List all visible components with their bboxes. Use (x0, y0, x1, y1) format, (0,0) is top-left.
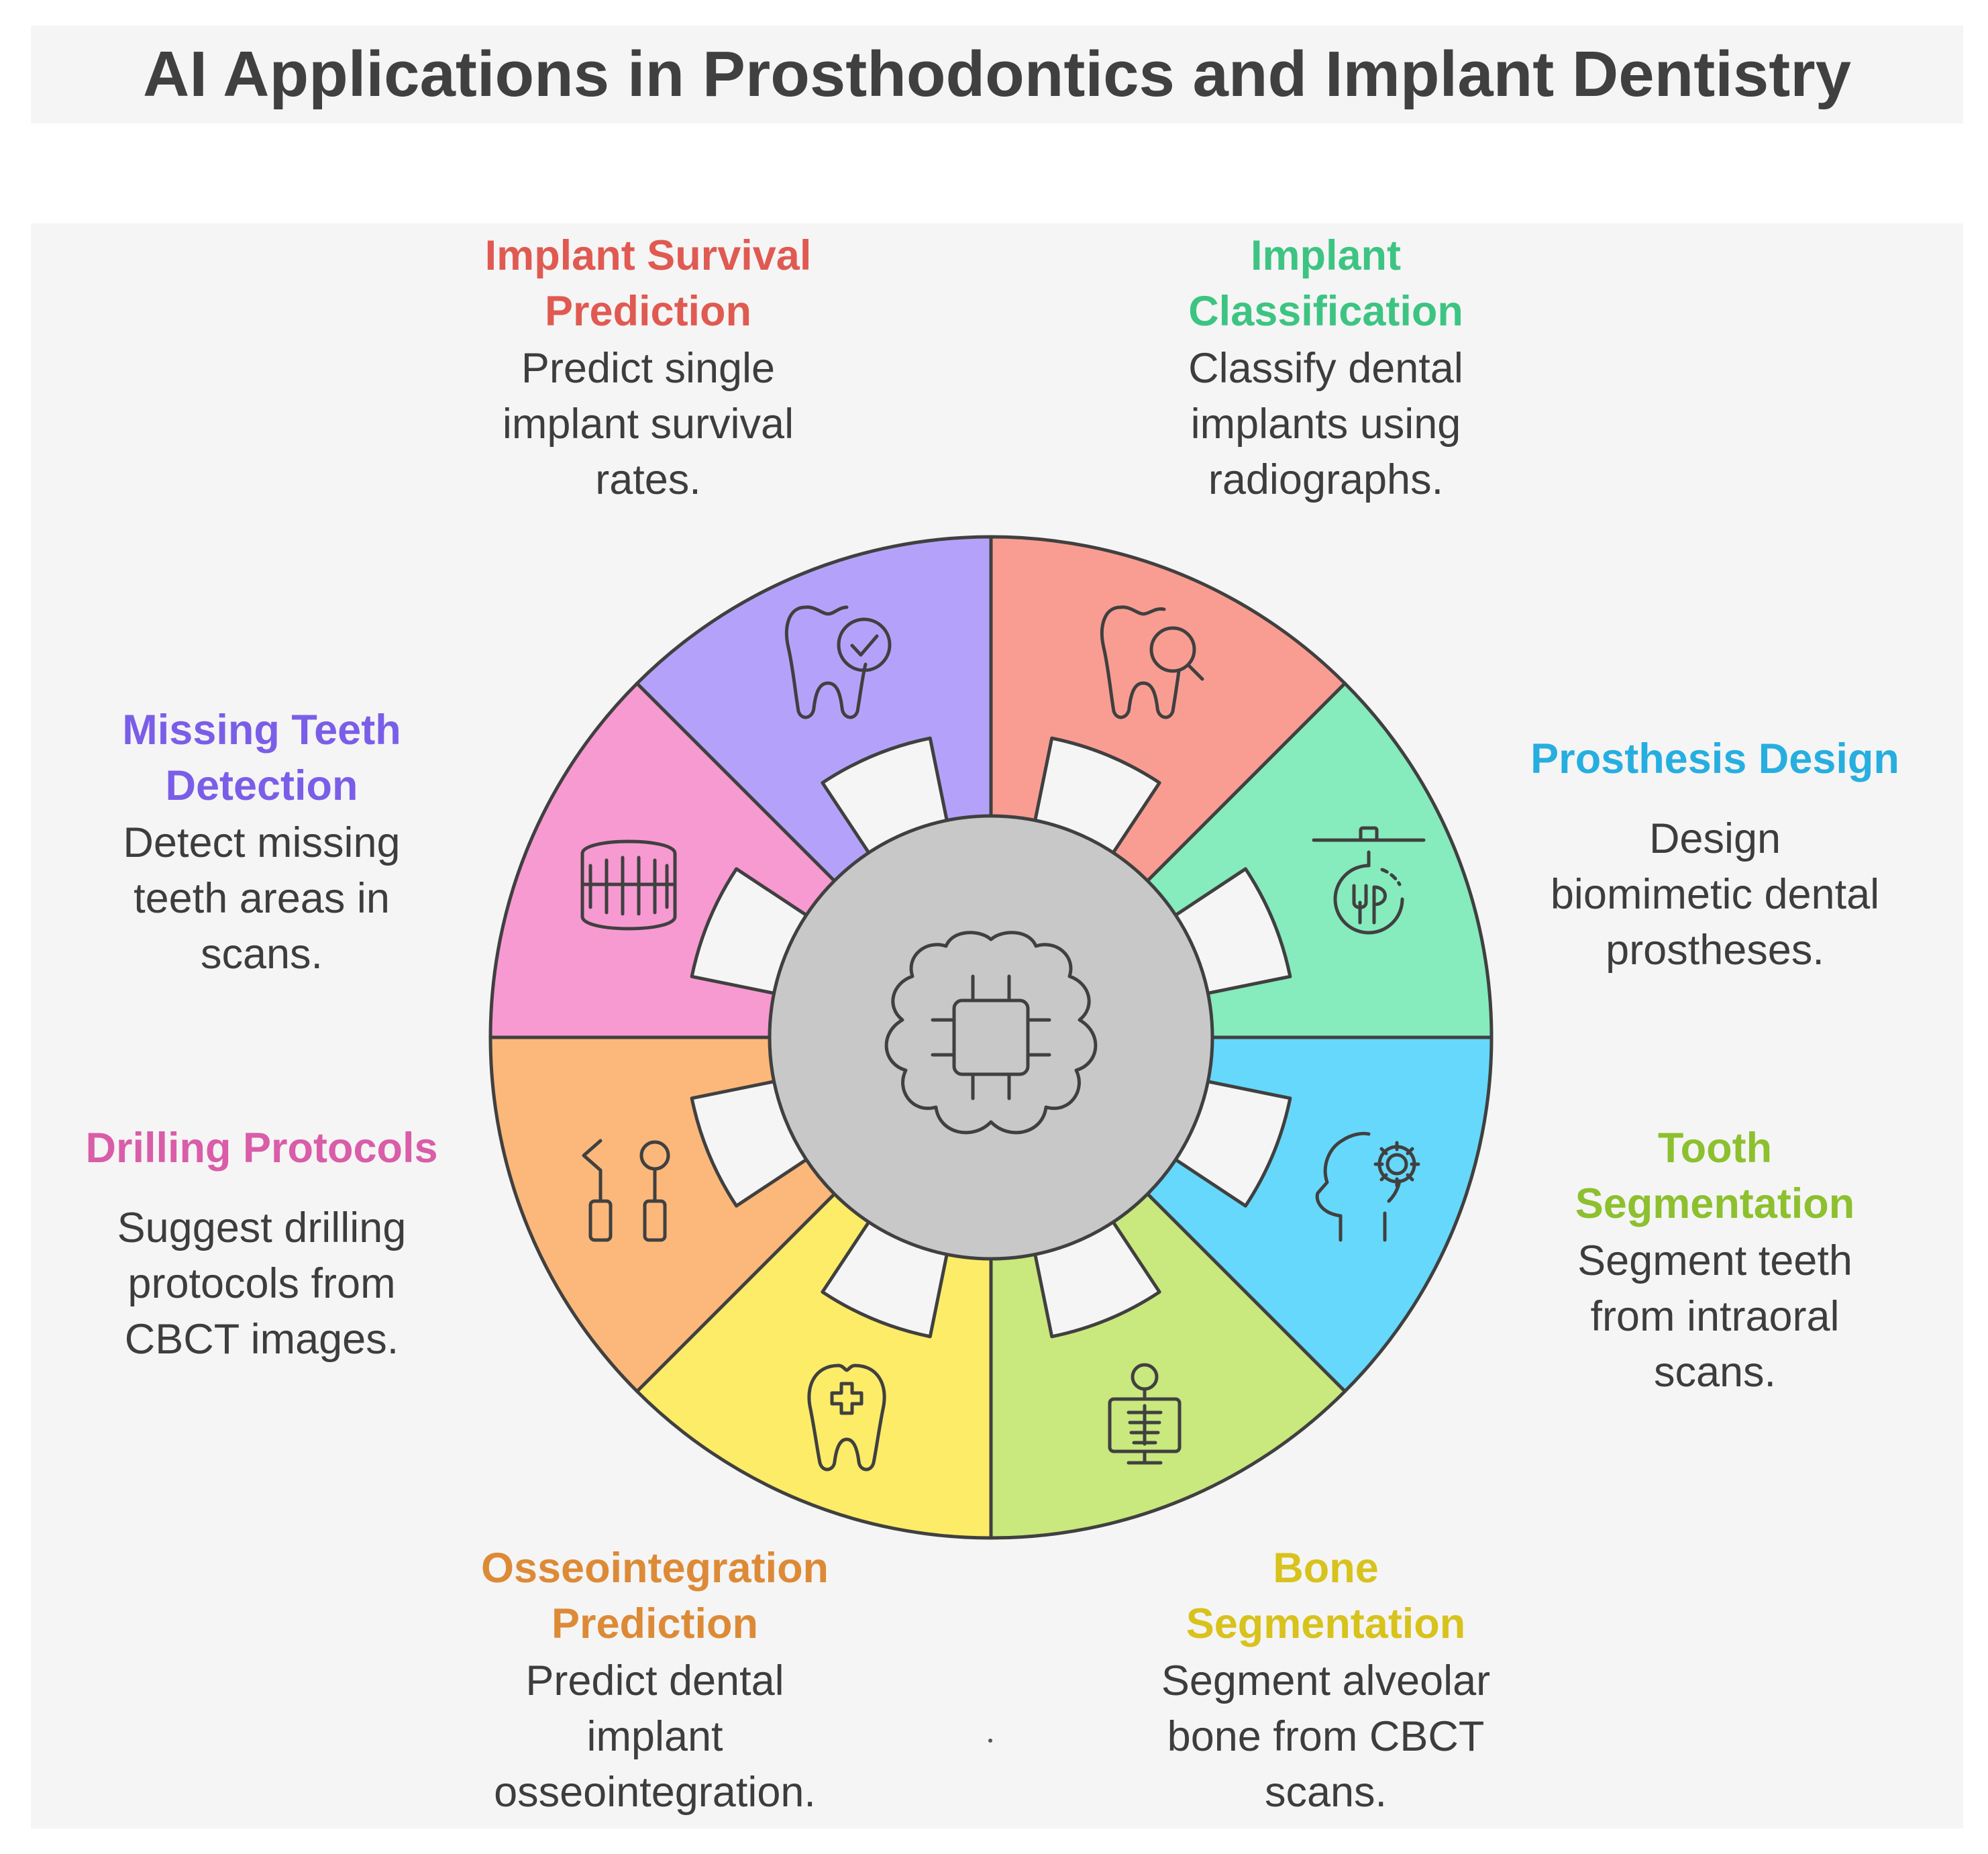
title-line: Segmentation (1186, 1600, 1466, 1647)
description-line: Predict dental (525, 1657, 784, 1704)
xray-icon (1108, 1363, 1182, 1465)
title-line: Prediction (551, 1600, 759, 1647)
label-title: Missing Teeth Detection (34, 703, 490, 814)
stray-dot (988, 1739, 992, 1743)
tooth-check-icon (785, 605, 892, 719)
title-bar: AI Applications in Prosthodontics and Im… (31, 25, 1963, 123)
label-description: Classify dental implants using radiograp… (1091, 341, 1561, 508)
label-missing-teeth-detection: Missing Teeth Detection Detect missing t… (34, 703, 490, 982)
title-line: Bone (1273, 1545, 1379, 1592)
label-description: Detect missing teeth areas in scans. (34, 815, 490, 982)
label-title: Tooth Segmentation (1480, 1121, 1950, 1232)
label-osseointegration-prediction: Osseointegration Prediction Predict dent… (420, 1541, 890, 1820)
description-line: bone from CBCT (1167, 1713, 1485, 1760)
description-line: protocols from (127, 1260, 396, 1307)
title-line: Segmentation (1575, 1180, 1855, 1227)
description-line: Classify dental (1188, 345, 1463, 392)
label-description: Segment teeth from intraoral scans. (1480, 1233, 1950, 1400)
dental-tools-icon (582, 1139, 670, 1242)
description-line: CBCT images. (124, 1316, 399, 1363)
title-line: Drilling Protocols (85, 1125, 438, 1172)
description-line: from intraoral (1590, 1293, 1840, 1340)
title-line: Implant Survival (484, 232, 812, 279)
title-line: Prediction (544, 288, 752, 335)
label-drilling-protocols: Drilling Protocols Suggest drilling prot… (34, 1121, 490, 1368)
label-implant-classification: Implant Classification Classify dental i… (1091, 228, 1561, 508)
title-line: Osseointegration (480, 1545, 829, 1592)
title-line: Detection (165, 762, 358, 809)
label-title: Drilling Protocols (34, 1121, 490, 1176)
description-line: Detect missing (123, 819, 401, 866)
label-title: Osseointegration Prediction (420, 1541, 890, 1652)
label-prosthesis-design: Prosthesis Design Design biomimetic dent… (1480, 731, 1950, 978)
description-line: Suggest drilling (117, 1204, 407, 1251)
description-line: prostheses. (1606, 927, 1824, 974)
label-title: Prosthesis Design (1480, 731, 1950, 787)
description-line: radiographs. (1208, 456, 1444, 503)
label-description: Design biomimetic dental prostheses. (1480, 811, 1950, 978)
description-line: osseointegration. (494, 1769, 816, 1816)
tooth-search-icon (1100, 605, 1204, 719)
description-line: teeth areas in (134, 875, 390, 922)
description-line: Segment alveolar (1161, 1657, 1491, 1704)
description-line: Predict single (521, 345, 776, 392)
description-line: biomimetic dental (1550, 871, 1880, 918)
description-line: implant survival (502, 401, 794, 448)
description-line: implants using (1190, 401, 1461, 448)
description-line: Segment teeth (1577, 1237, 1852, 1284)
label-title: Implant Classification (1091, 228, 1561, 340)
label-description: Segment alveolar bone from CBCT scans. (1091, 1653, 1561, 1820)
label-implant-survival-prediction: Implant Survival Prediction Predict sing… (413, 228, 883, 508)
label-description: Suggest drilling protocols from CBCT ima… (34, 1200, 490, 1368)
description-line: scans. (1264, 1769, 1388, 1816)
description-line: implant (586, 1713, 723, 1760)
label-title: Implant Survival Prediction (413, 228, 883, 340)
description-line: rates. (595, 456, 701, 503)
label-tooth-segmentation: Tooth Segmentation Segment teeth from in… (1480, 1121, 1950, 1400)
description-line: scans. (200, 931, 323, 978)
title-line: Implant (1250, 232, 1401, 279)
title-line: Missing Teeth (122, 707, 401, 754)
label-bone-segmentation: Bone Segmentation Segment alveolar bone … (1091, 1541, 1561, 1820)
title-line: Tooth (1657, 1125, 1773, 1172)
label-title: Bone Segmentation (1091, 1541, 1561, 1652)
description-line: Design (1649, 815, 1781, 862)
description-line: scans. (1653, 1349, 1777, 1396)
label-description: Predict single implant survival rates. (413, 341, 883, 508)
label-description: Predict dental implant osseointegration. (420, 1653, 890, 1820)
title-line: Prosthesis Design (1530, 735, 1899, 782)
dental-device-icon (1312, 826, 1426, 935)
teeth-row-icon (580, 839, 677, 931)
page-title: AI Applications in Prosthodontics and Im… (143, 38, 1851, 110)
title-line: Classification (1188, 288, 1463, 335)
brain-chip-icon (884, 931, 1098, 1135)
head-gear-icon (1315, 1131, 1420, 1242)
tooth-plus-icon (807, 1363, 886, 1472)
hub-circle (768, 814, 1214, 1261)
